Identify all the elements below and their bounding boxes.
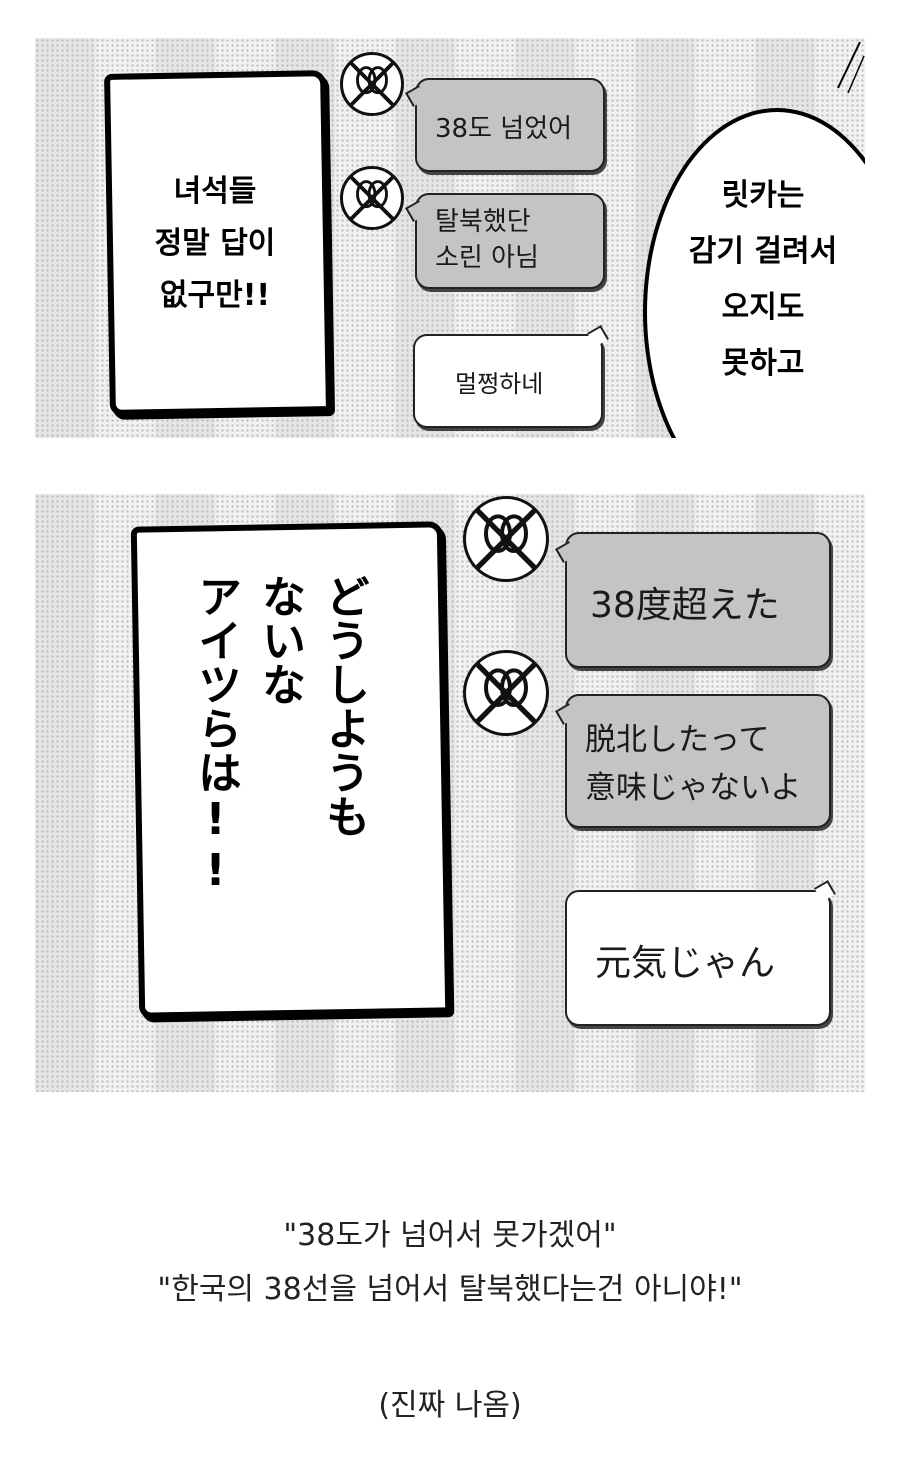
shout-column: アイツらは!! [190, 574, 241, 896]
avatar-crossed-icon [340, 52, 404, 116]
avatar-crossed-icon [463, 496, 549, 582]
chat-bubble [405, 193, 605, 289]
chat-bubble [555, 532, 831, 668]
chat-bubble-text: 脱北したって 意味じゃないよ [585, 722, 802, 806]
chat-bubble-text: 38度超えた [590, 585, 780, 626]
avatar-crossed-icon [340, 166, 404, 230]
speed-lines [837, 41, 865, 94]
caption-note: (진짜 나옴) [378, 1388, 522, 1423]
chat-bubble-text: 38도 넘었어 [435, 114, 573, 144]
manga-panel-japanese: どうしようも ないな アイツらは!! 38度超えた 脱北したって 意味じゃないよ… [35, 494, 865, 1092]
chat-bubble [565, 880, 836, 1026]
chat-bubble [405, 78, 605, 172]
avatar-crossed-icon [463, 650, 549, 736]
chat-bubble-text: 元気じゃん [595, 943, 776, 984]
thought-text: 릿카는 감기 걸려서 오지도 못하고 [688, 178, 838, 381]
caption-line: "38도가 넘어서 못가겠어" [283, 1218, 617, 1253]
manga-panel-korean: 녀석들 정말 답이 없구만!! 38도 넘었어 탈북했단 소린 아님 멀쩡하네 … [35, 38, 865, 438]
chat-bubble [555, 694, 831, 828]
chat-bubble-text: 멀쩡하네 [455, 370, 544, 398]
caption-line: "한국의 38선을 넘어서 탈북했다는건 아니야!" [157, 1272, 743, 1307]
chat-bubble [413, 325, 609, 428]
shout-column: どうしようも [318, 574, 369, 838]
shout-column: ないな [254, 574, 305, 706]
chat-bubble-text: 탈북했단 소린 아님 [435, 207, 539, 273]
shout-text-korean: 녀석들 정말 답이 없구만!! [154, 174, 276, 313]
